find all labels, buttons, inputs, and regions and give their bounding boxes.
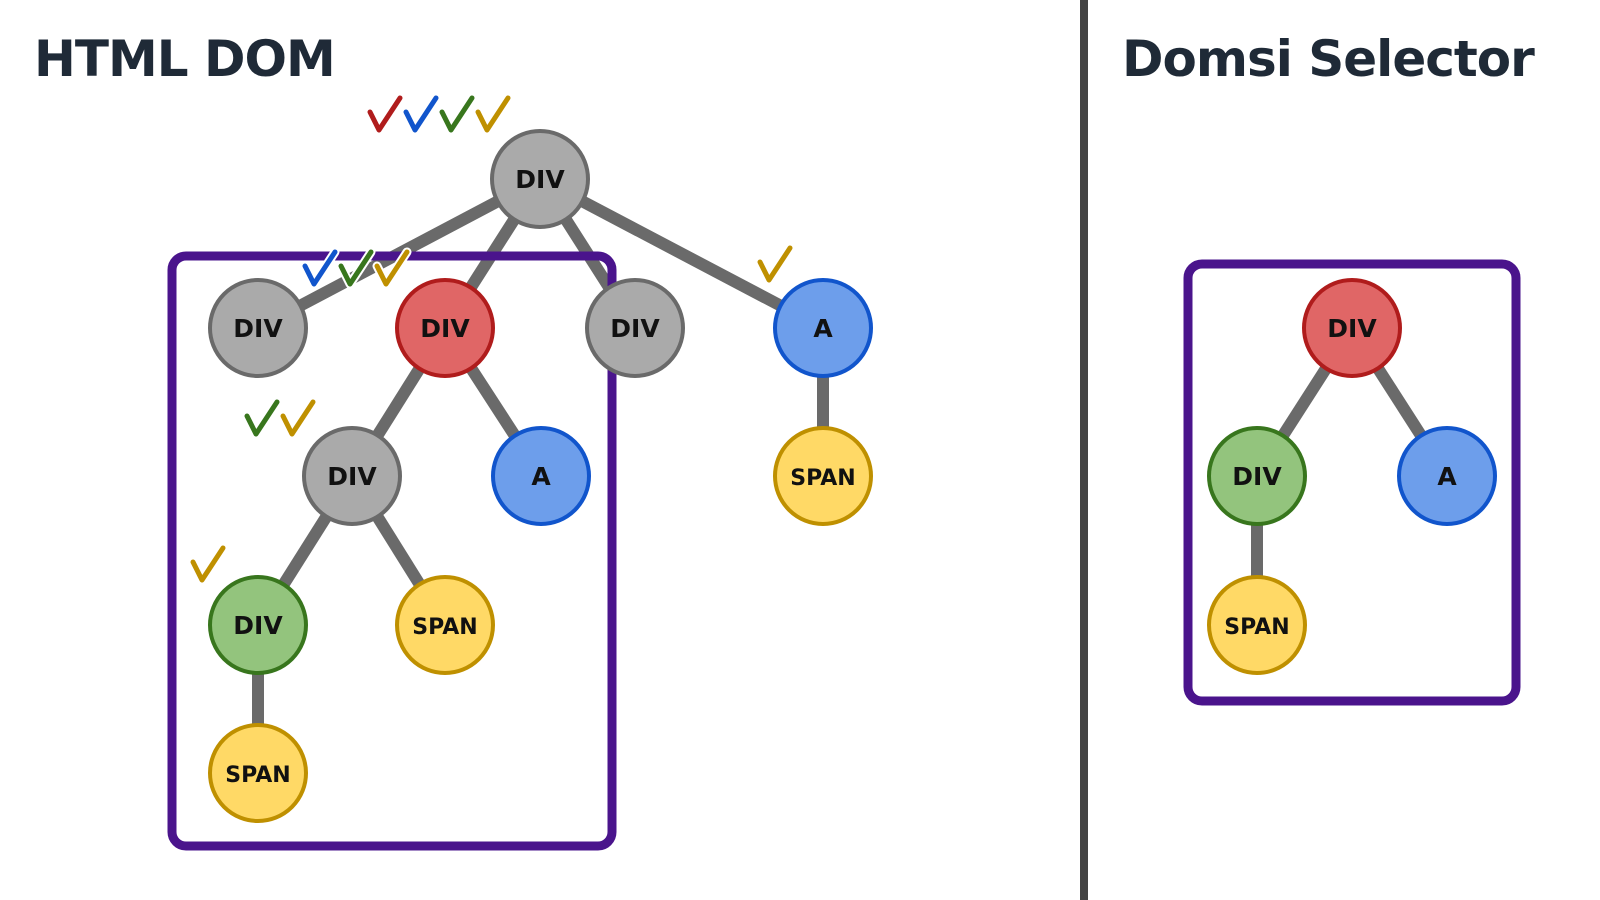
selector-node-span: SPAN (1207, 575, 1307, 675)
node-circle (773, 278, 873, 378)
checkmark-icon (280, 399, 316, 437)
checkmark-icon (302, 249, 338, 287)
dom-node-div: DIV (302, 426, 402, 526)
selector-node-div: DIV (1302, 278, 1402, 378)
node-label: DIV (327, 462, 377, 491)
dom-node-span: SPAN (395, 575, 495, 675)
node-circle (585, 278, 685, 378)
checkmark-icon (757, 245, 793, 283)
checkmark-icon (475, 95, 511, 133)
node-circle (1207, 426, 1307, 526)
checkmark-icon (403, 95, 439, 133)
node-circle (395, 278, 495, 378)
node-circle (395, 575, 495, 675)
dom-node-div: DIV (395, 278, 495, 378)
checkmark-icon (374, 249, 410, 287)
checkmark-icon (338, 249, 374, 287)
node-label: SPAN (225, 763, 290, 788)
dom-node-div: DIV (490, 129, 590, 229)
dom-selection-box (167, 251, 617, 851)
dom-node-div: DIV (585, 278, 685, 378)
node-circle (1207, 575, 1307, 675)
node-label: DIV (610, 314, 660, 343)
checkmark-icon (439, 95, 475, 133)
node-label: SPAN (412, 615, 477, 640)
node-label: DIV (233, 314, 283, 343)
node-circle (490, 129, 590, 229)
selector-title: Domsi Selector (1122, 30, 1535, 88)
dom-node-div: DIV (208, 278, 308, 378)
node-circle (208, 575, 308, 675)
dom-node-span: SPAN (773, 426, 873, 526)
checkmark-icon (367, 95, 403, 133)
selector-node-a: A (1397, 426, 1497, 526)
node-label: SPAN (1224, 615, 1289, 640)
node-circle (208, 723, 308, 823)
selector-box (1183, 259, 1521, 706)
dom-node-a: A (773, 278, 873, 378)
checkmark-icon (244, 399, 280, 437)
node-label: SPAN (790, 466, 855, 491)
dom-title: HTML DOM (34, 30, 336, 88)
node-label: DIV (420, 314, 470, 343)
node-label: DIV (1232, 462, 1282, 491)
dom-edge (537, 173, 826, 334)
node-circle (491, 426, 591, 526)
node-label: A (531, 462, 551, 491)
node-circle (773, 426, 873, 526)
dom-node-a: A (491, 426, 591, 526)
node-circle (1397, 426, 1497, 526)
node-label: A (813, 314, 833, 343)
node-circle (208, 278, 308, 378)
checkmark-icon (190, 545, 226, 583)
node-label: A (1437, 462, 1457, 491)
dom-node-div: DIV (208, 575, 308, 675)
dom-node-span: SPAN (208, 723, 308, 823)
node-circle (1302, 278, 1402, 378)
node-label: DIV (233, 611, 283, 640)
selector-node-div: DIV (1207, 426, 1307, 526)
node-label: DIV (1327, 314, 1377, 343)
node-label: DIV (515, 165, 565, 194)
node-circle (302, 426, 402, 526)
